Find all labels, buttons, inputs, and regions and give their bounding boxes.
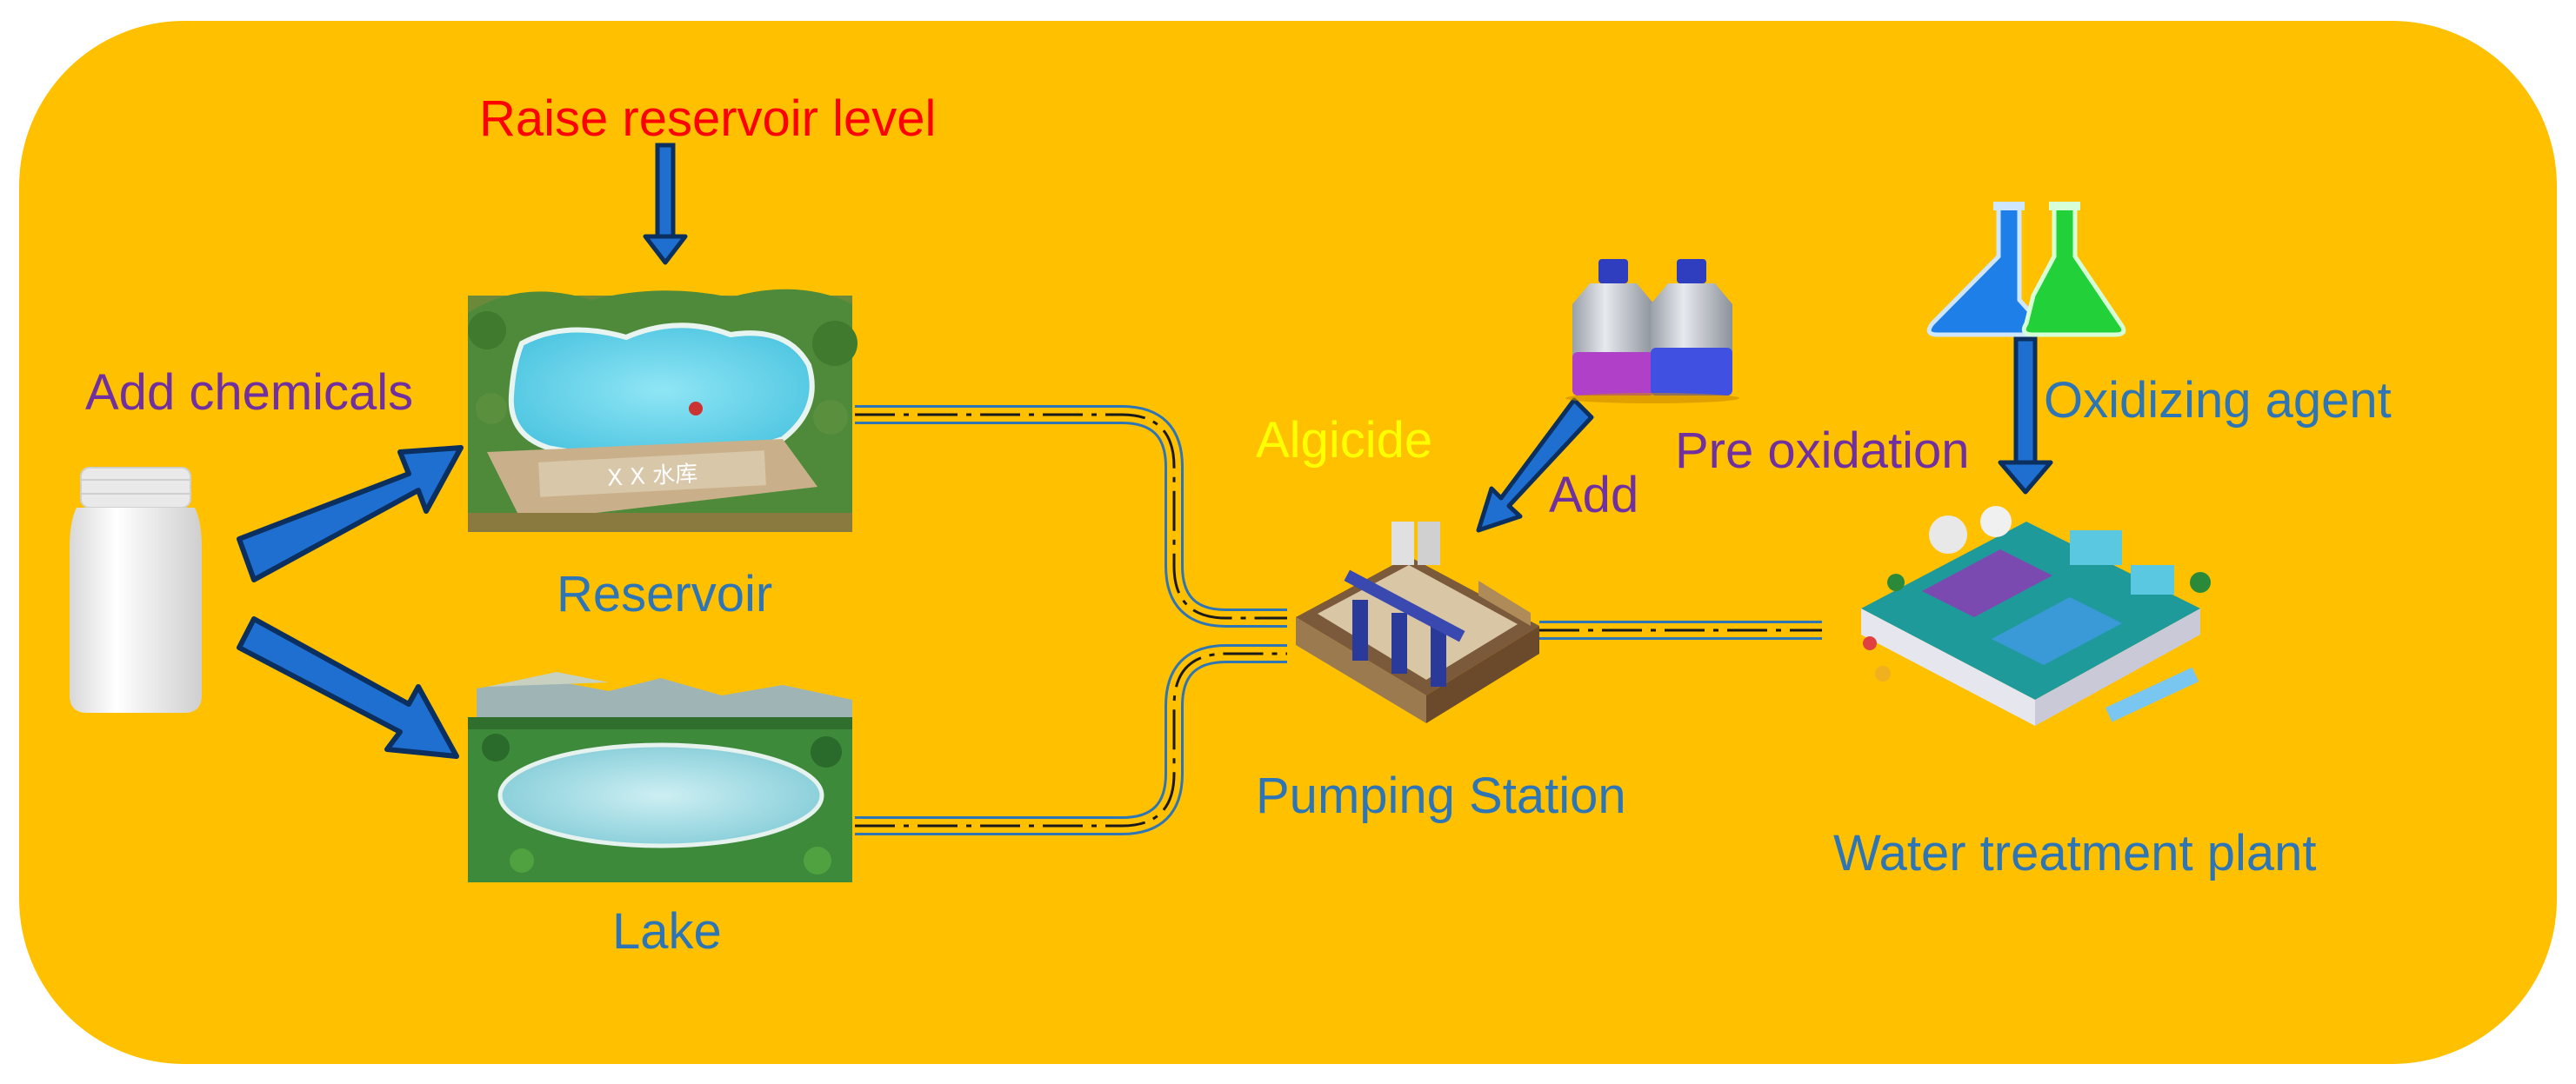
water-treatment-plant-icon: [1861, 506, 2211, 726]
label-add-chemicals: Add chemicals: [85, 364, 414, 421]
pipe-reservoir-to-pumping: [855, 405, 1287, 628]
label-pumping-station: Pumping Station: [1256, 768, 1626, 824]
white-bottle-icon: [70, 467, 202, 713]
label-water-treatment-plant: Water treatment plant: [1833, 825, 2317, 881]
pumping-station-icon: [1296, 522, 1539, 723]
arrow-chemicals-to-reservoir: [237, 445, 464, 582]
arrow-raise-level: [643, 143, 688, 265]
label-algicide: Algicide: [1256, 412, 1433, 469]
label-pre-oxidation: Pre oxidation: [1675, 422, 1970, 479]
reagent-bottles-icon: [1565, 259, 1739, 403]
label-oxidizing-agent: Oxidizing agent: [2044, 372, 2392, 429]
arrow-chemicals-to-lake: [237, 616, 459, 759]
arrow-algicide-add: [1476, 397, 1594, 533]
label-reservoir: Reservoir: [557, 566, 773, 622]
background-panel: [19, 21, 2557, 1064]
pipe-lake-to-pumping: [855, 644, 1287, 835]
reservoir-sign: X X 水库: [606, 461, 698, 491]
label-lake: Lake: [612, 903, 722, 960]
label-raise-reservoir-level: Raise reservoir level: [479, 90, 937, 147]
lake-icon: [468, 672, 852, 882]
reservoir-icon: X X 水库: [468, 289, 858, 532]
label-add: Add: [1549, 467, 1639, 523]
erlenmeyer-flasks-icon: [1926, 202, 2126, 337]
arrow-oxidizing-agent: [1998, 336, 2053, 495]
